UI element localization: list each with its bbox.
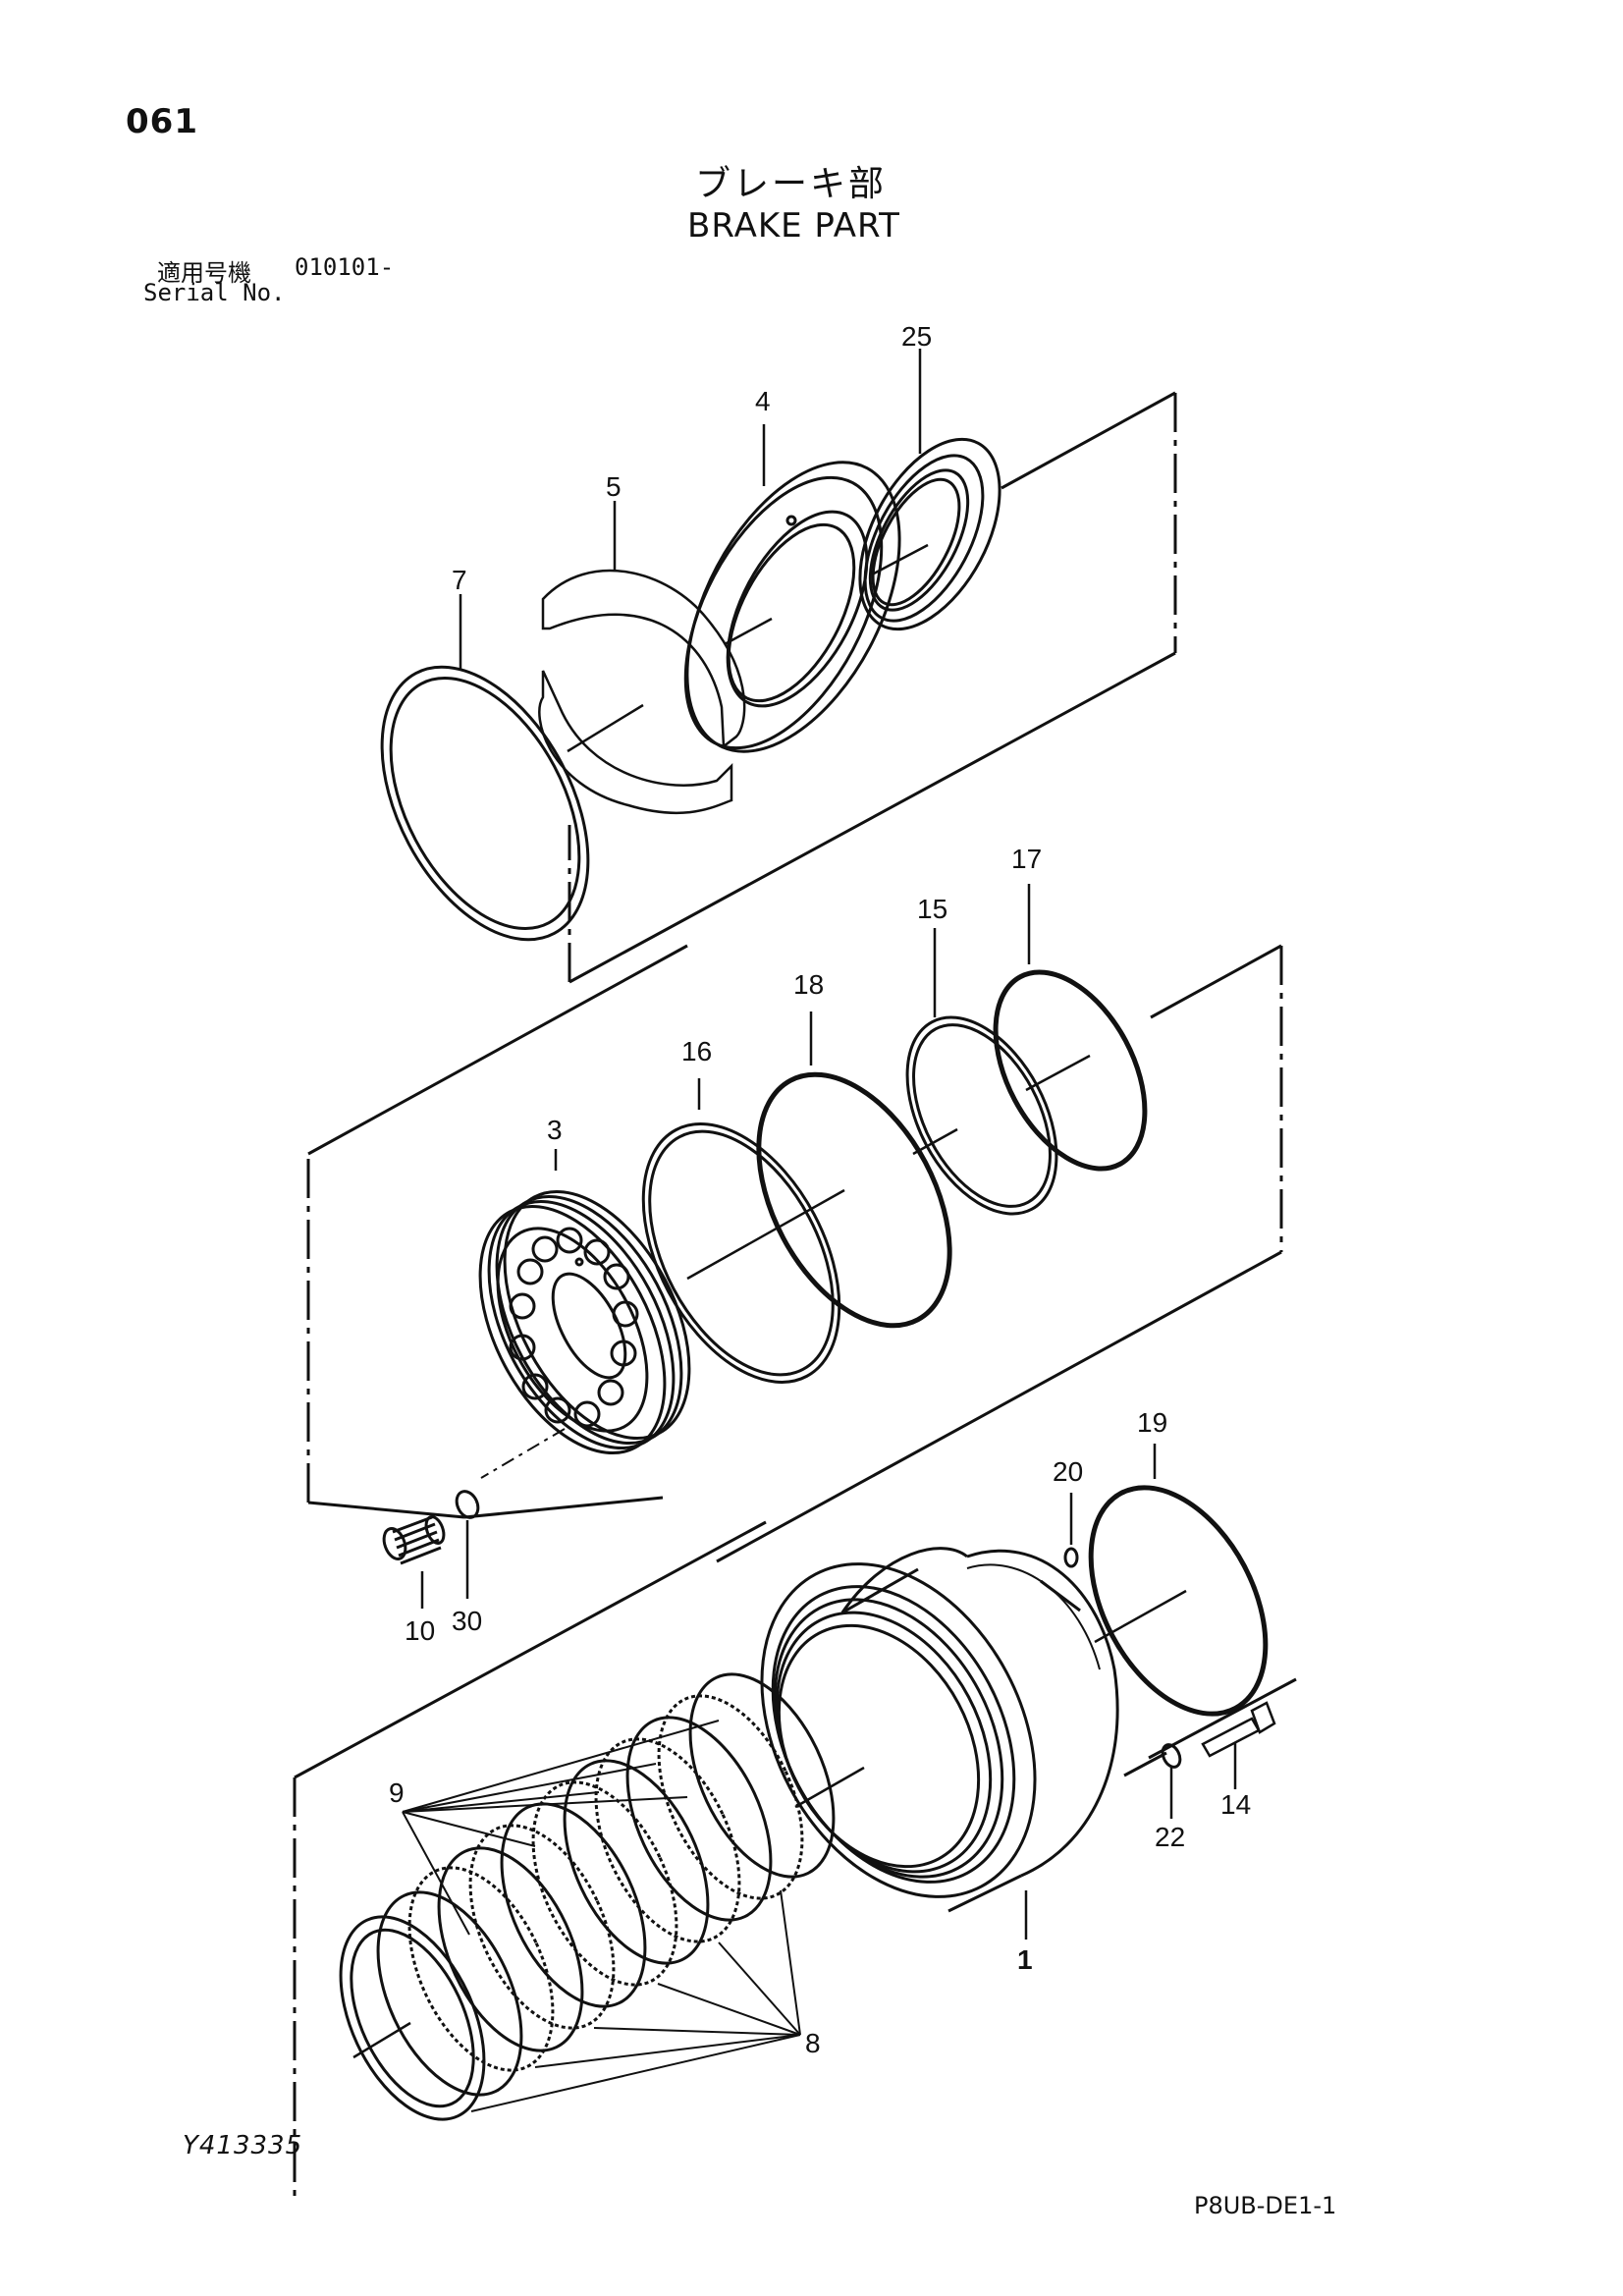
part-30-washer bbox=[455, 1490, 480, 1599]
callout-4: 4 bbox=[755, 386, 771, 416]
part-5-split-ring bbox=[538, 501, 746, 814]
title-japanese: ブレーキ部 bbox=[695, 164, 888, 204]
callout-19: 19 bbox=[1137, 1407, 1167, 1438]
group-frame-top bbox=[568, 391, 1177, 984]
callout-9: 9 bbox=[389, 1777, 405, 1808]
title-english: BRAKE PART bbox=[687, 206, 900, 246]
callout-1: 1 bbox=[1017, 1944, 1033, 1975]
part-25-seal bbox=[858, 349, 1001, 631]
callout-25: 25 bbox=[901, 321, 932, 352]
part-7-ring bbox=[380, 594, 590, 942]
part-1-housing bbox=[760, 1547, 1119, 1940]
callout-20: 20 bbox=[1053, 1456, 1083, 1487]
group-frame-bottom bbox=[293, 1520, 1297, 2200]
leader-fan-8 bbox=[470, 1889, 801, 2112]
page-code: P8UB-DE1-1 bbox=[1194, 2192, 1337, 2219]
drawing-id: Y413335 bbox=[183, 2131, 303, 2160]
callout-3: 3 bbox=[547, 1115, 563, 1145]
serial-label-japanese: 適用号機 bbox=[157, 259, 251, 287]
callout-18: 18 bbox=[793, 969, 824, 1000]
group-frame-middle bbox=[306, 944, 1283, 1563]
part-3-brake-piston bbox=[478, 1149, 691, 1479]
part-18-oring bbox=[756, 1011, 958, 1329]
serial-range: 010101- bbox=[295, 253, 395, 281]
leader-fan-9 bbox=[402, 1720, 720, 1936]
callout-17: 17 bbox=[1011, 844, 1042, 874]
part-17-oring bbox=[993, 884, 1148, 1172]
part-4-piston bbox=[683, 424, 901, 753]
page-number: 061 bbox=[126, 102, 198, 141]
callout-5: 5 bbox=[606, 471, 622, 502]
callout-14: 14 bbox=[1220, 1789, 1251, 1820]
part-20-pin bbox=[1063, 1493, 1079, 1568]
callout-22: 22 bbox=[1155, 1822, 1185, 1852]
part-8-9-plate-stack bbox=[339, 1672, 836, 2121]
part-14-bolt bbox=[1201, 1701, 1276, 1789]
callout-labels: 25 4 5 7 17 15 18 16 3 19 20 30 10 14 22… bbox=[389, 321, 1251, 2058]
part-16-backup-ring bbox=[641, 1078, 845, 1384]
callout-15: 15 bbox=[917, 894, 947, 924]
callout-16: 16 bbox=[681, 1036, 712, 1066]
callout-10: 10 bbox=[405, 1615, 435, 1646]
callout-30: 30 bbox=[452, 1606, 482, 1636]
part-10-spring bbox=[382, 1515, 446, 1609]
part-22-washer bbox=[1161, 1743, 1182, 1819]
callout-7: 7 bbox=[452, 565, 467, 595]
part-19-oring bbox=[1088, 1444, 1269, 1717]
serial-label-english: Serial No. bbox=[143, 279, 286, 306]
callout-8: 8 bbox=[805, 2028, 821, 2058]
